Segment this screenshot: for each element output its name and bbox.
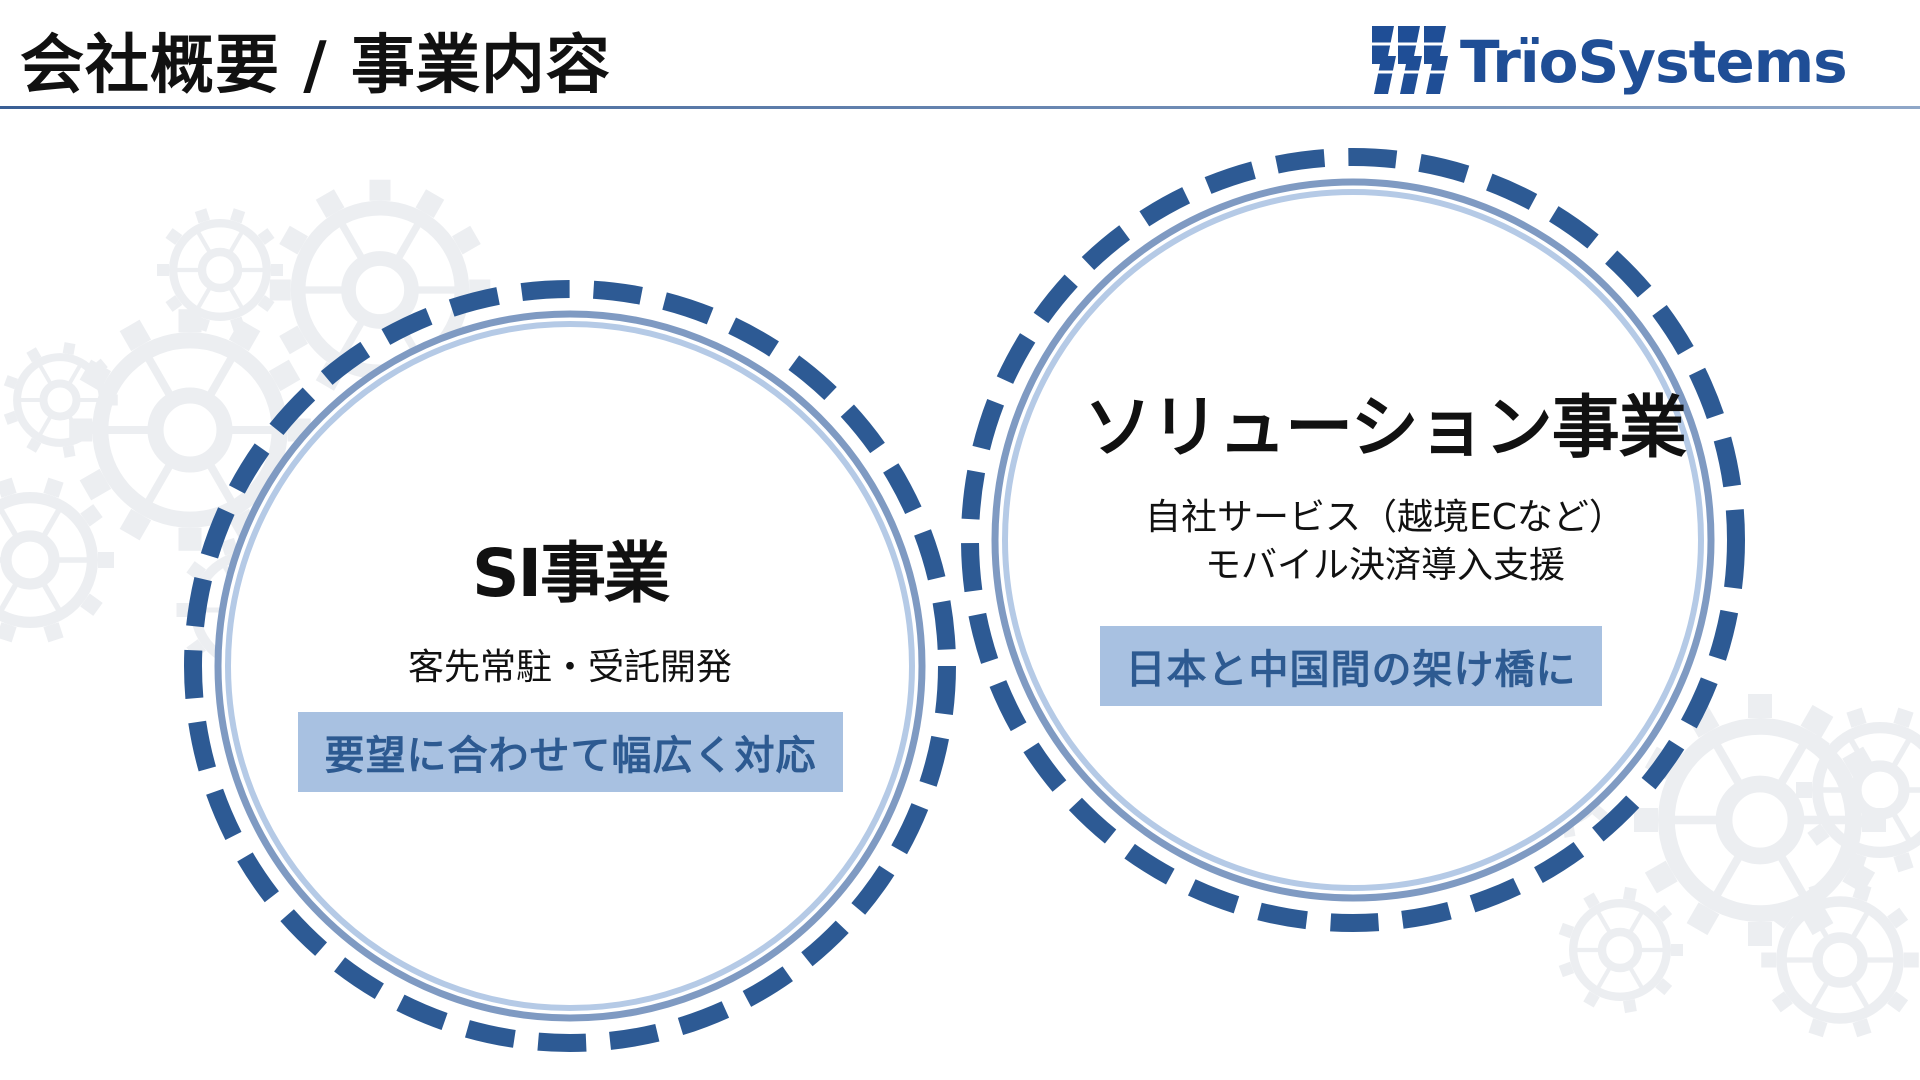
si-highlight-box: 要望に合わせて幅広く対応 (298, 712, 843, 792)
gear-icon (1558, 886, 1683, 1014)
gear-icon (157, 208, 283, 332)
gear-icon (1634, 694, 1886, 946)
gear-icon (1761, 882, 1919, 1038)
solution-line-1: 自社サービス（越境ECなど） (1145, 497, 1625, 538)
company-logo: TrïoSystems (1368, 22, 1898, 98)
logo-wordmark: TrïoSystems (1460, 28, 1848, 96)
solution-highlight-text: 日本と中国間の架け橋に (1125, 647, 1577, 693)
gear-icon (0, 477, 114, 643)
si-business-title: SI事業 (471, 535, 670, 612)
triple-3-logo-icon (1368, 26, 1452, 94)
solution-line-2: モバイル決済導入支援 (1204, 545, 1565, 586)
gear-icon (1796, 707, 1920, 873)
si-business-subtitle: 客先常駐・受託開発 (407, 647, 732, 688)
solution-business-title: ソリューション事業 (1084, 389, 1687, 468)
page-title: 会社概要 / 事業内容 (20, 29, 611, 103)
solution-highlight-box: 日本と中国間の架け橋に (1100, 626, 1602, 706)
si-highlight-text: 要望に合わせて幅広く対応 (324, 733, 817, 779)
header-divider (0, 106, 1920, 109)
gear-icon (3, 342, 118, 458)
si-circle (184, 280, 956, 1052)
solution-circle (961, 148, 1745, 932)
